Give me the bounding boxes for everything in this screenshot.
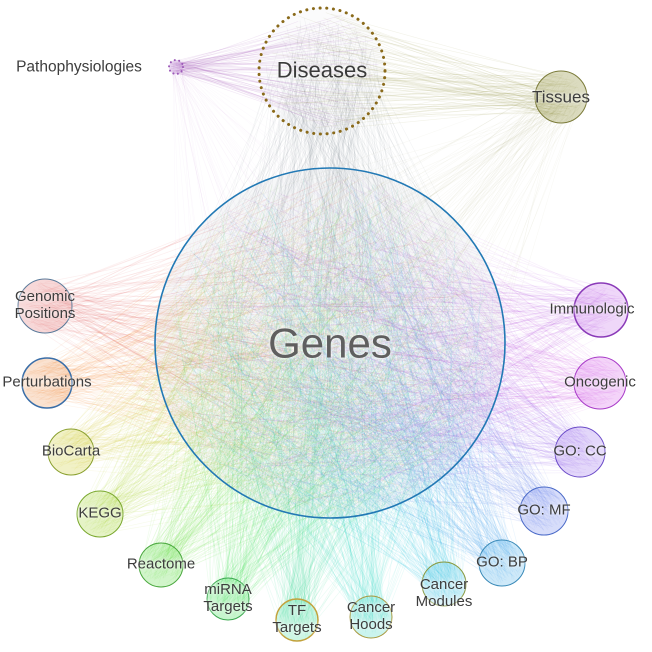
node-circle-diseases[interactable] (257, 6, 387, 136)
node-circle-reactome[interactable] (138, 542, 184, 588)
node-circle-tissues[interactable] (534, 70, 588, 124)
node-circle-immunologic[interactable] (573, 282, 629, 338)
node-circle-cancer_modules[interactable] (421, 561, 467, 607)
edge-bundle-pathophysiologies-genes (170, 60, 480, 497)
node-circle-go_bp[interactable] (478, 539, 526, 587)
node-circle-biocarta[interactable] (47, 428, 95, 476)
node-circle-genes[interactable] (154, 167, 506, 519)
edge-bundle-cancer_hoods-genes (165, 178, 497, 633)
edge-bundle-go_cc-genes (176, 176, 603, 505)
node-circle-kegg[interactable] (76, 490, 124, 538)
node-circle-mirna_targets[interactable] (206, 577, 250, 621)
node-circle-genomic_positions[interactable] (17, 278, 73, 334)
node-circle-go_cc[interactable] (554, 426, 606, 478)
edge-bundle-reactome-genes (141, 184, 491, 585)
node-circle-pathophysiologies[interactable] (168, 59, 184, 75)
node-circle-perturbations[interactable] (21, 357, 73, 409)
edge-bundles (22, 12, 625, 639)
edge-bundle-oncogenic-genes (170, 184, 623, 504)
edge-bundle-genomic_positions-genes (22, 175, 481, 510)
node-circle-cancer_hoods[interactable] (349, 595, 393, 639)
edge-bundle-tissues-diseases (267, 12, 583, 130)
edge-bundle-biocarta-genes (50, 181, 489, 512)
edge-bundle-perturbations-genes (25, 175, 486, 506)
edge-bundle-cancer_modules-genes (167, 177, 490, 602)
node-circle-oncogenic[interactable] (573, 356, 627, 410)
edge-bundle-kegg-genes (79, 176, 490, 535)
edge-bundle-mirna_targets-genes (161, 183, 492, 617)
node-circle-tf_targets[interactable] (275, 598, 319, 642)
edge-bundle-immunologic-genes (172, 179, 625, 512)
edge-bundle-tissues-genes (171, 74, 585, 502)
node-circles (17, 6, 629, 642)
edge-bundle-tf_targets-genes (169, 182, 492, 639)
edge-bundle-go_mf-genes (172, 176, 565, 531)
node-circle-go_mf[interactable] (519, 486, 569, 536)
edge-bundle-go_bp-genes (169, 183, 522, 584)
